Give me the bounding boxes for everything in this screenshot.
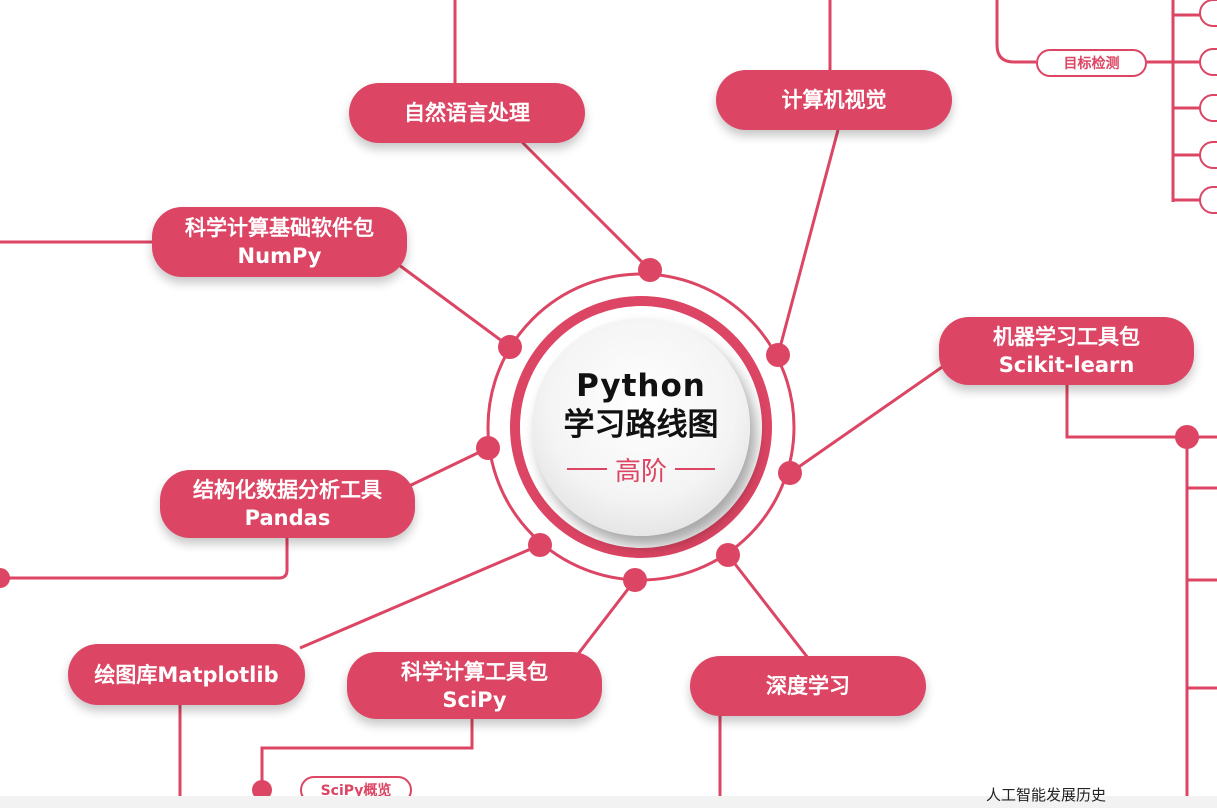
node-scipy-label-en: SciPy [442, 687, 507, 712]
connector-pandas [404, 446, 489, 490]
junction-dot-cv [766, 343, 790, 367]
node-deep-learning[interactable]: 深度学习 [690, 656, 926, 716]
hub-level-label: 高阶 [614, 456, 667, 487]
node-pandas[interactable]: 结构化数据分析工具 Pandas [160, 470, 415, 538]
edge-pill-1 [1199, 0, 1217, 27]
edge-pill-4 [1199, 141, 1217, 169]
junction-dot-matplotlib [528, 533, 552, 557]
junction-dot-sklearn-branch [1175, 425, 1199, 449]
subnode-object-detection[interactable]: 目标检测 [1036, 49, 1147, 77]
edge-pill-2 [1199, 48, 1217, 76]
node-scikit-learn-label-cn: 机器学习工具包 [993, 325, 1140, 349]
connector-matplotlib [299, 543, 541, 650]
junction-dot-nlp [638, 258, 662, 282]
connector-numpy [394, 260, 511, 349]
node-scikit-learn[interactable]: 机器学习工具包 Scikit-learn [939, 317, 1194, 385]
hub-title: Python [576, 367, 706, 404]
hub-level-dash-right [675, 468, 715, 470]
connector-scipy [573, 579, 637, 659]
node-numpy[interactable]: 科学计算基础软件包 NumPy [152, 207, 407, 277]
junction-dot-scipy-branch [252, 780, 272, 800]
subnode-scipy-overview-label: SciPy概览 [320, 783, 392, 799]
bottom-scroll-strip [0, 796, 1217, 808]
connector-cv [776, 129, 840, 356]
node-numpy-label-cn: 科学计算基础软件包 [185, 216, 374, 240]
node-matplotlib[interactable]: 绘图库Matplotlib [68, 644, 305, 705]
branch-pandas-left [0, 537, 289, 580]
junction-dot-pandas [476, 436, 500, 460]
edge-pill-3 [1199, 94, 1217, 122]
hub-subtitle: 学习路线图 [563, 406, 719, 443]
connector-nlp [518, 138, 652, 272]
junction-dot-numpy [498, 335, 522, 359]
node-matplotlib-label: 绘图库Matplotlib [94, 662, 279, 687]
hub-circle: Python 学习路线图 高阶 [532, 318, 750, 536]
subnode-object-detection-label: 目标检测 [1063, 56, 1120, 72]
connector-dl [726, 554, 810, 659]
node-nlp[interactable]: 自然语言处理 [349, 83, 585, 143]
edge-pill-5 [1199, 186, 1217, 214]
junction-dot-scipy [623, 568, 647, 592]
hub-level: 高阶 [566, 451, 715, 488]
junction-dot-sklearn [778, 461, 802, 485]
node-pandas-label-cn: 结构化数据分析工具 [193, 478, 382, 502]
subnode-ai-history[interactable]: 人工智能发展历史 [986, 786, 1107, 804]
node-scipy[interactable]: 科学计算工具包 SciPy [347, 652, 602, 719]
node-nlp-label: 自然语言处理 [404, 101, 530, 125]
branch-objdet-in [995, 0, 1036, 64]
node-computer-vision-label: 计算机视觉 [781, 88, 887, 112]
hub-inner-ring [510, 296, 772, 558]
branch-sklearn-right [1065, 385, 1217, 439]
node-computer-vision[interactable]: 计算机视觉 [716, 70, 952, 130]
node-pandas-label-en: Pandas [244, 506, 331, 530]
branch-scipy-down [260, 718, 474, 790]
node-scipy-label-cn: 科学计算工具包 [401, 659, 548, 684]
node-deep-learning-label: 深度学习 [766, 674, 850, 698]
junction-dot-pandas-branch [0, 568, 10, 588]
connector-sklearn [789, 363, 946, 475]
hub-level-dash-left [566, 468, 607, 470]
node-numpy-label-en: NumPy [237, 244, 322, 268]
node-scikit-learn-label-en: Scikit-learn [998, 353, 1135, 377]
junction-dot-dl [716, 543, 740, 567]
